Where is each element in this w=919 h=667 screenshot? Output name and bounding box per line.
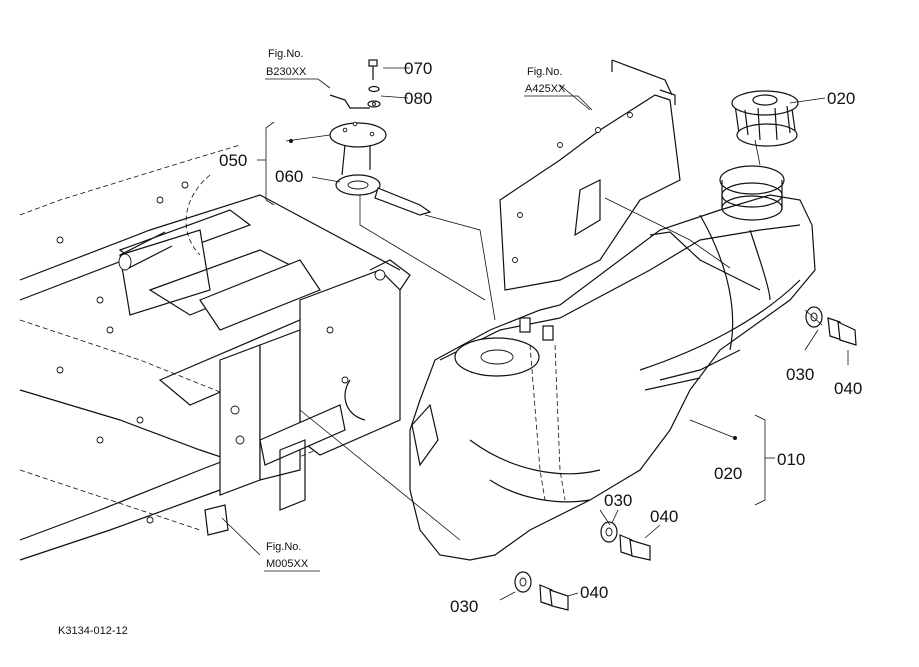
leader-lines [221, 67, 849, 601]
bolt-040-bottom [539, 584, 569, 611]
svg-text:M005XX: M005XX [266, 558, 309, 570]
chassis-frame [19, 144, 411, 561]
part-label-010: 010 [777, 450, 805, 469]
drawing-code: K3134-012-12 [58, 625, 128, 637]
part-label-070: 070 [404, 59, 432, 78]
dot-marker [733, 436, 737, 440]
part-label-040-bottom: 040 [580, 583, 608, 602]
part-label-030-right: 030 [786, 365, 814, 384]
part-label-060: 060 [275, 167, 303, 186]
part-label-030-mid: 030 [604, 491, 632, 510]
fig-ref-m005: Fig.No. M005XX [264, 541, 320, 572]
fuel-gauge-assembly [329, 59, 432, 216]
bolt-040-right [827, 317, 857, 346]
bolt-040-mid [619, 534, 651, 561]
washer-030-bottom [514, 571, 532, 593]
svg-text:Fig.No.: Fig.No. [527, 66, 562, 78]
fig-ref-a425: Fig.No. A425XX [524, 66, 593, 111]
washer-030-right [805, 306, 823, 328]
svg-text:B230XX: B230XX [266, 66, 307, 78]
part-label-030-bottom: 030 [450, 597, 478, 616]
svg-text:Fig.No.: Fig.No. [268, 48, 303, 60]
part-label-020-tank: 020 [714, 464, 742, 483]
bracket-a425 [499, 59, 681, 291]
svg-text:A425XX: A425XX [525, 83, 566, 95]
part-label-080: 080 [404, 89, 432, 108]
fuel-tank [409, 165, 816, 561]
washer-030-mid [600, 521, 618, 543]
part-label-040-mid: 040 [650, 507, 678, 526]
part-label-020-cap: 020 [827, 89, 855, 108]
dot-marker [289, 139, 293, 143]
part-label-040-right: 040 [834, 379, 862, 398]
fig-ref-b230: Fig.No. B230XX [265, 48, 331, 89]
part-label-050: 050 [219, 151, 247, 170]
fuel-cap [731, 90, 799, 147]
svg-text:Fig.No.: Fig.No. [266, 541, 301, 553]
